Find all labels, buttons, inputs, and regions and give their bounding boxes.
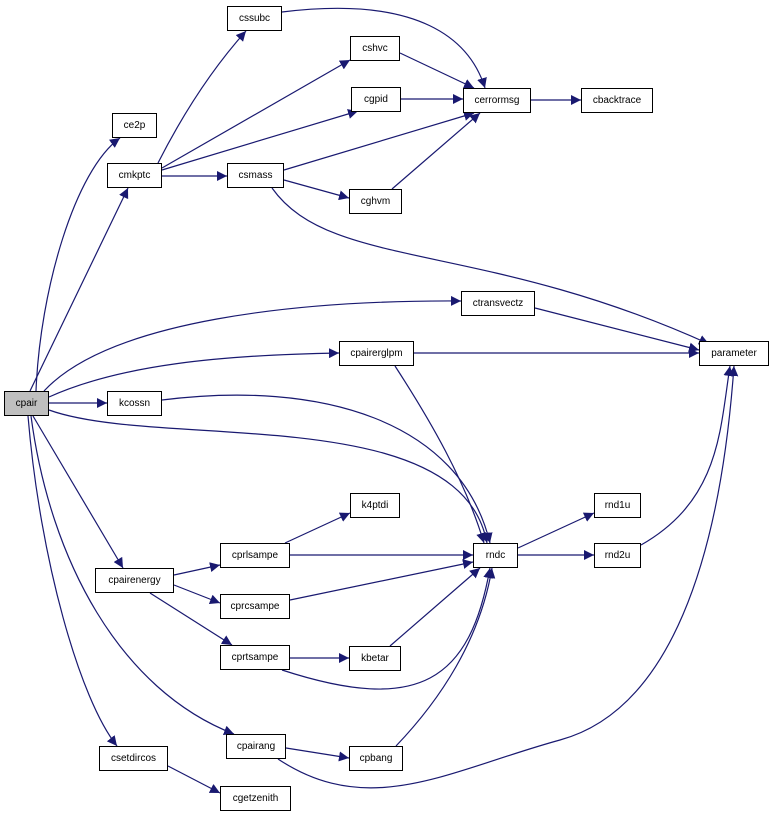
edge-cpair-to-cpairerglpm [48, 348, 340, 398]
node-cgetzenith[interactable]: cgetzenith [220, 786, 291, 811]
edge-cpair-to-ctransvectz [43, 295, 462, 392]
edge-cpbang-to-rndc [395, 567, 496, 747]
edge-csmass-to-parameter [271, 187, 710, 345]
node-cprlsampe[interactable]: cprlsampe [220, 543, 290, 568]
edge-cpair-to-rndc [48, 409, 491, 544]
edge-rndc-to-rnd1u [517, 512, 595, 549]
node-csmass[interactable]: csmass [227, 163, 284, 188]
edge-cprlsampe-to-k4ptdi [284, 512, 351, 544]
node-kbetar[interactable]: kbetar [349, 646, 401, 671]
edge-kcossn-to-rndc [161, 394, 493, 544]
edge-cpairenergy-to-cprtsampe [149, 592, 233, 646]
node-ce2p[interactable]: ce2p [112, 113, 157, 138]
edge-cprcsampe-to-rndc [289, 559, 474, 601]
edge-cprtsampe-to-rndc [281, 567, 494, 690]
node-ctransvectz[interactable]: ctransvectz [461, 291, 535, 316]
edge-cshvc-to-cerrormsg [399, 52, 475, 89]
node-parameter[interactable]: parameter [699, 341, 769, 366]
edge-cpair-to-cpairenergy [32, 415, 124, 569]
edge-cssubc-to-cerrormsg [281, 7, 487, 89]
node-cpairang[interactable]: cpairang [226, 734, 286, 759]
node-cpairerglpm[interactable]: cpairerglpm [339, 341, 414, 366]
edge-cpair-to-cpairang [30, 415, 235, 736]
node-rndc[interactable]: rndc [473, 543, 518, 568]
edge-cpairenergy-to-cprlsampe [173, 562, 221, 576]
node-k4ptdi[interactable]: k4ptdi [350, 493, 400, 518]
node-cssubc[interactable]: cssubc [227, 6, 282, 31]
node-cbacktrace[interactable]: cbacktrace [581, 88, 653, 113]
edge-rnd2u-to-parameter [640, 365, 734, 546]
node-cgpid[interactable]: cgpid [351, 87, 401, 112]
node-cerrormsg[interactable]: cerrormsg [463, 88, 531, 113]
edge-cpair-to-cmkptc [29, 187, 129, 392]
edge-cpairenergy-to-cprcsampe [173, 584, 221, 605]
node-kcossn[interactable]: kcossn [107, 391, 162, 416]
edge-cpairang-to-parameter [277, 365, 739, 789]
edge-csetdircos-to-cgetzenith [167, 765, 221, 794]
node-rnd2u[interactable]: rnd2u [594, 543, 641, 568]
edge-cghvm-to-cerrormsg [391, 112, 481, 190]
node-cpairenergy[interactable]: cpairenergy [95, 568, 174, 593]
edge-csmass-to-cerrormsg [283, 111, 475, 171]
edge-cpairang-to-cpbang [285, 747, 350, 762]
node-cghvm[interactable]: cghvm [349, 189, 402, 214]
edge-cmkptc-to-cgpid [161, 109, 359, 171]
edge-kbetar-to-rndc [389, 567, 481, 647]
edge-ctransvectz-to-parameter [534, 307, 700, 353]
node-cpbang[interactable]: cpbang [349, 746, 403, 771]
node-cmkptc[interactable]: cmkptc [107, 163, 162, 188]
edge-csmass-to-cghvm [283, 179, 350, 201]
node-csetdircos[interactable]: csetdircos [99, 746, 168, 771]
node-rnd1u[interactable]: rnd1u [594, 493, 641, 518]
edge-cpairerglpm-to-rndc [394, 365, 486, 544]
edge-cpair-to-csetdircos [27, 415, 118, 747]
edge-cpair-to-ce2p [35, 137, 121, 392]
node-cprtsampe[interactable]: cprtsampe [220, 645, 290, 670]
edge-cmkptc-to-cssubc [157, 30, 247, 164]
edge-cmkptc-to-cshvc [161, 59, 351, 169]
node-cshvc[interactable]: cshvc [350, 36, 400, 61]
node-cprcsampe[interactable]: cprcsampe [220, 594, 290, 619]
node-cpair[interactable]: cpair [4, 391, 49, 416]
